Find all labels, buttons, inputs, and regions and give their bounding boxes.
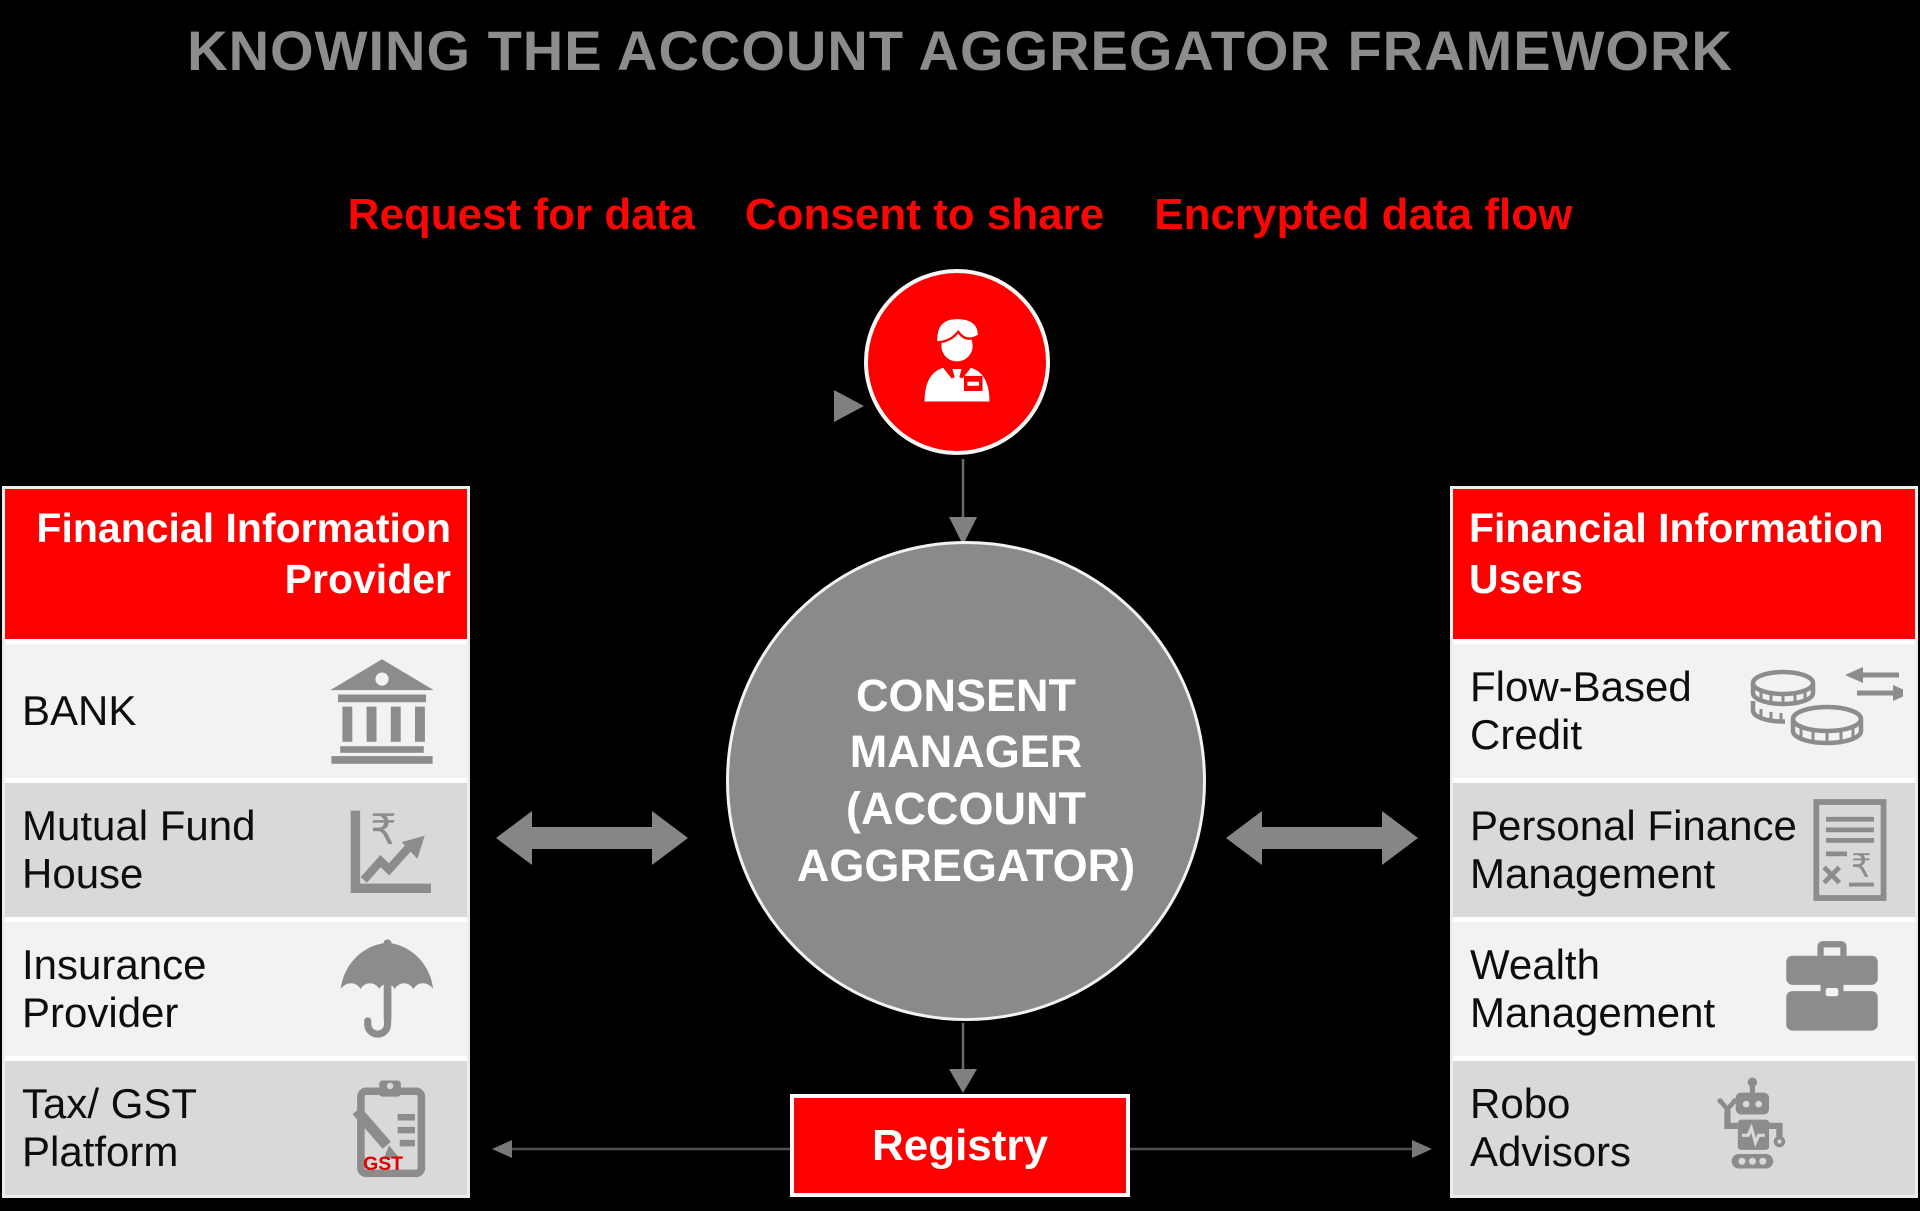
row-label: Robo Advisors	[1470, 1079, 1632, 1175]
row-label: BANK	[22, 686, 137, 734]
table-row: Wealth Management	[1453, 922, 1915, 1056]
legend-consent-label: Consent to share	[744, 190, 1105, 239]
table-row: Robo Advisors	[1453, 1061, 1915, 1195]
financial-information-users-panel: Financial Information Users Flow-Based C…	[1450, 486, 1918, 1198]
briefcase-icon	[1773, 937, 1915, 1041]
row-label: Wealth Management	[1470, 940, 1716, 1036]
gst-clipboard-icon: GST	[335, 1074, 467, 1182]
row-label: Insurance Provider	[22, 940, 207, 1036]
table-row: Personal Finance Management ₹	[1453, 783, 1915, 917]
gst-icon-label: GST	[363, 1153, 403, 1175]
row-label: Mutual Fund House	[22, 801, 256, 897]
customer-node	[864, 269, 1050, 455]
svg-text:₹: ₹	[370, 805, 397, 854]
legend-request-label: Request for data	[347, 190, 695, 239]
bank-icon	[321, 656, 467, 766]
fip-panel-title: Financial Information Provider	[5, 489, 467, 639]
connector-person-to-manager	[949, 459, 977, 545]
registry-label: Registry	[871, 1120, 1049, 1170]
rupee-document-icon: ₹	[1801, 794, 1915, 906]
legend-encrypted-label: Encrypted data flow	[1154, 190, 1573, 239]
legend: Request for data Consent to share Encryp…	[0, 190, 1920, 240]
registry-node: Registry	[790, 1094, 1130, 1197]
row-label: Tax/ GST Platform	[22, 1079, 197, 1175]
businessman-icon	[899, 304, 1015, 420]
table-row: Mutual Fund House ₹	[5, 783, 467, 917]
right-double-arrow-icon	[1226, 811, 1418, 865]
consent-manager-label: CONSENT MANAGER (ACCOUNT AGGREGATOR)	[796, 669, 1136, 891]
fiu-panel-title: Financial Information Users	[1453, 489, 1915, 639]
row-label: Flow-Based Credit	[1470, 662, 1692, 758]
coins-exchange-icon	[1731, 661, 1915, 761]
table-row: Insurance Provider	[5, 922, 467, 1056]
registry-to-fiu-arrow	[1130, 1140, 1432, 1158]
row-label: Personal Finance Management	[1470, 801, 1797, 897]
consent-manager-node: CONSENT MANAGER (ACCOUNT AGGREGATOR)	[726, 541, 1206, 1021]
table-row: Tax/ GST Platform GST	[5, 1061, 467, 1195]
umbrella-icon	[331, 934, 467, 1044]
table-row: Flow-Based Credit	[1453, 644, 1915, 778]
robot-icon	[1690, 1076, 1818, 1180]
connector-manager-to-registry	[949, 1023, 977, 1093]
registry-to-fip-arrow	[492, 1140, 790, 1158]
request-arrowhead-icon	[834, 390, 864, 422]
rupee-growth-chart-icon: ₹	[335, 798, 467, 903]
page-title: KNOWING THE ACCOUNT AGGREGATOR FRAMEWORK	[187, 19, 1733, 82]
financial-information-provider-panel: Financial Information Provider BANK Mutu…	[2, 486, 470, 1198]
svg-text:₹: ₹	[1851, 847, 1872, 885]
table-row: BANK	[5, 644, 467, 778]
left-double-arrow-icon	[496, 811, 688, 865]
